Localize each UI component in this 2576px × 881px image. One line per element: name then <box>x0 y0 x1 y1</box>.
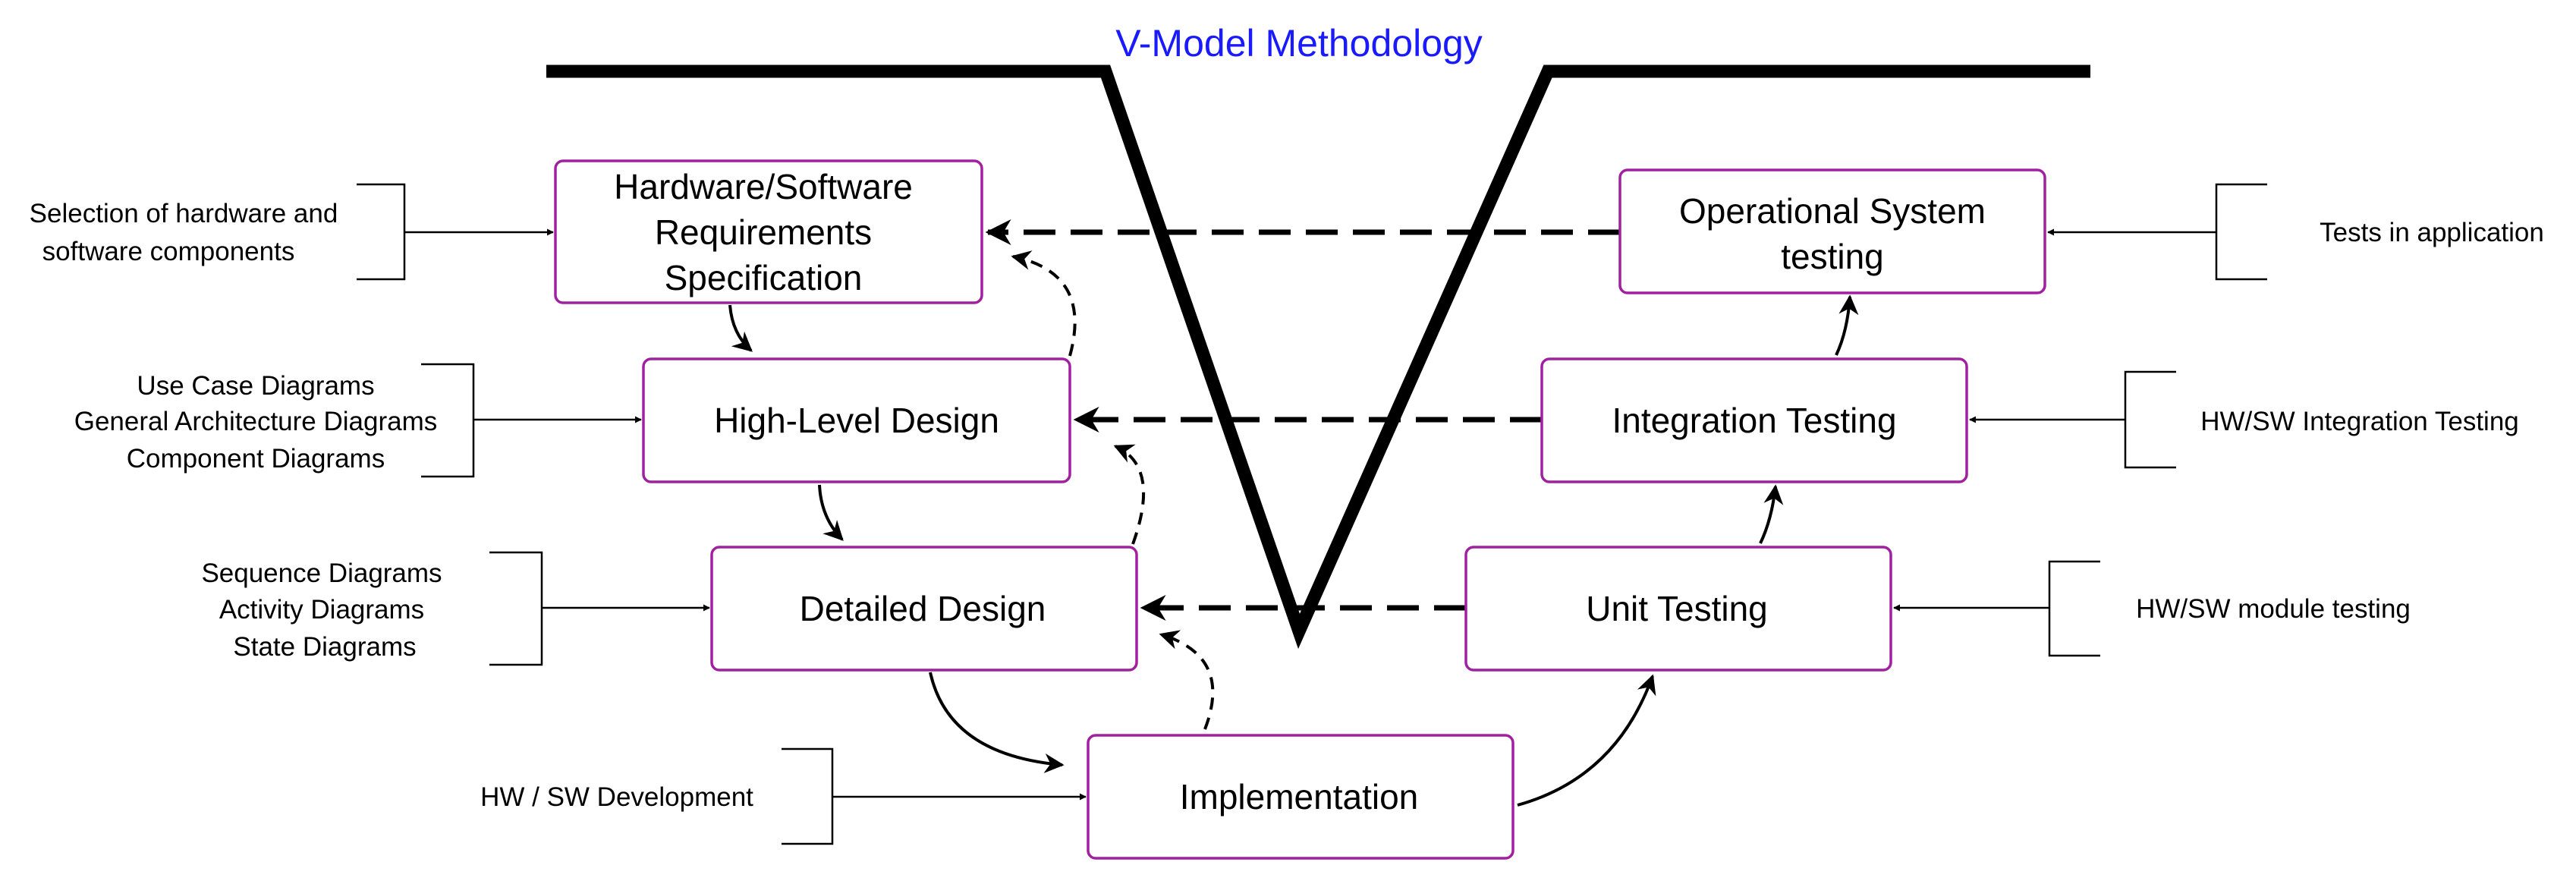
input-operational: Tests in application <box>2047 183 2544 281</box>
input-implementation: HW / SW Development <box>480 747 1087 845</box>
feedback-arrow-dd-to-hld <box>1113 444 1146 545</box>
input-detailed: Sequence Diagrams Activity Diagrams Stat… <box>201 551 710 666</box>
input-detailed-line-2: Activity Diagrams <box>219 595 424 625</box>
input-high-level-line-3: Component Diagrams <box>127 444 385 474</box>
flow-arrow-req-to-hld <box>728 304 753 352</box>
box-requirements-line-2: Requirements <box>655 212 872 252</box>
input-detailed-line-3: State Diagrams <box>233 632 416 662</box>
box-detailed-design-label: Detailed Design <box>800 589 1046 628</box>
flow-arrow-hld-to-dd <box>818 484 844 541</box>
box-high-level-design-label: High-Level Design <box>714 401 999 440</box>
input-integration: HW/SW Integration Testing <box>1969 370 2519 469</box>
box-requirements-line-1: Hardware/Software <box>614 167 913 206</box>
flow-arrow-impl-to-unit <box>1517 674 1656 807</box>
box-detailed-design: Detailed Design <box>710 546 1138 672</box>
feedback-arrow-hld-to-req <box>1011 250 1077 357</box>
input-requirements-line-2: software components <box>42 237 295 266</box>
box-unit-testing-label: Unit Testing <box>1586 589 1768 628</box>
input-operational-line-1: Tests in application <box>2320 218 2544 247</box>
v-shape <box>546 65 2090 650</box>
input-integration-bracket <box>2124 370 2176 469</box>
input-unit-bracket <box>2048 560 2100 657</box>
input-requirements-bracket <box>357 183 406 281</box>
box-operational-line-1: Operational System <box>1679 191 1986 231</box>
box-implementation-label: Implementation <box>1180 777 1419 816</box>
box-requirements: Hardware/Software Requirements Specifica… <box>554 159 983 304</box>
box-requirements-line-3: Specification <box>665 258 863 297</box>
feedback-arrow-impl-to-dd <box>1159 630 1215 730</box>
input-requirements-line-1: Selection of hardware and <box>30 199 338 228</box>
box-unit-testing: Unit Testing <box>1464 546 1892 672</box>
input-high-level-line-1: Use Case Diagrams <box>137 371 374 401</box>
flow-arrow-dd-to-impl <box>929 672 1065 773</box>
input-high-level: Use Case Diagrams General Architecture D… <box>74 363 642 478</box>
input-requirements: Selection of hardware and software compo… <box>30 183 554 281</box>
flow-arrow-int-to-op <box>1835 294 1859 356</box>
diagram-title: V-Model Methodology <box>1115 22 1483 65</box>
input-unit-line-1: HW/SW module testing <box>2136 594 2411 624</box>
box-operational-line-2: testing <box>1781 237 1884 276</box>
box-implementation: Implementation <box>1087 734 1514 860</box>
input-implementation-bracket <box>782 747 834 845</box>
box-high-level-design: High-Level Design <box>642 357 1071 483</box>
flow-arrow-unit-to-int <box>1759 484 1784 544</box>
box-integration-testing: Integration Testing <box>1540 357 1968 483</box>
input-unit: HW/SW module testing <box>1893 560 2411 657</box>
box-operational-testing: Operational System testing <box>1618 168 2046 294</box>
input-operational-bracket <box>2215 183 2267 281</box>
input-high-level-line-2: General Architecture Diagrams <box>74 407 438 436</box>
input-detailed-bracket <box>489 551 543 666</box>
input-detailed-line-1: Sequence Diagrams <box>201 558 442 588</box>
box-integration-testing-label: Integration Testing <box>1612 401 1896 440</box>
input-integration-line-1: HW/SW Integration Testing <box>2200 407 2519 436</box>
input-implementation-line-1: HW / SW Development <box>480 782 753 812</box>
